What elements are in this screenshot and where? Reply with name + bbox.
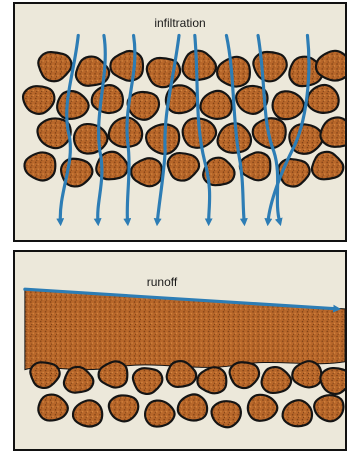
soil-aggregate xyxy=(314,395,343,421)
infiltration-label: infiltration xyxy=(15,16,345,30)
soil-aggregate xyxy=(145,401,175,427)
soil-aggregate xyxy=(109,395,138,421)
soil-aggregate xyxy=(128,92,159,120)
soil-aggregate xyxy=(273,91,304,119)
infiltration-panel: infiltration xyxy=(13,2,347,242)
runoff-label: runoff xyxy=(13,275,327,289)
soil-aggregate xyxy=(200,91,231,119)
infiltration-diagram xyxy=(15,4,345,240)
soil-aggregate xyxy=(74,124,107,154)
soil-aggregate xyxy=(307,85,338,113)
soil-aggregate xyxy=(23,86,54,114)
runoff-panel: runoff xyxy=(13,250,347,451)
soil-aggregate xyxy=(248,395,278,421)
soil-aggregate xyxy=(73,400,102,426)
soil-aggregate xyxy=(211,401,240,427)
soil-aggregate xyxy=(178,394,207,420)
soil-aggregate xyxy=(283,400,312,426)
